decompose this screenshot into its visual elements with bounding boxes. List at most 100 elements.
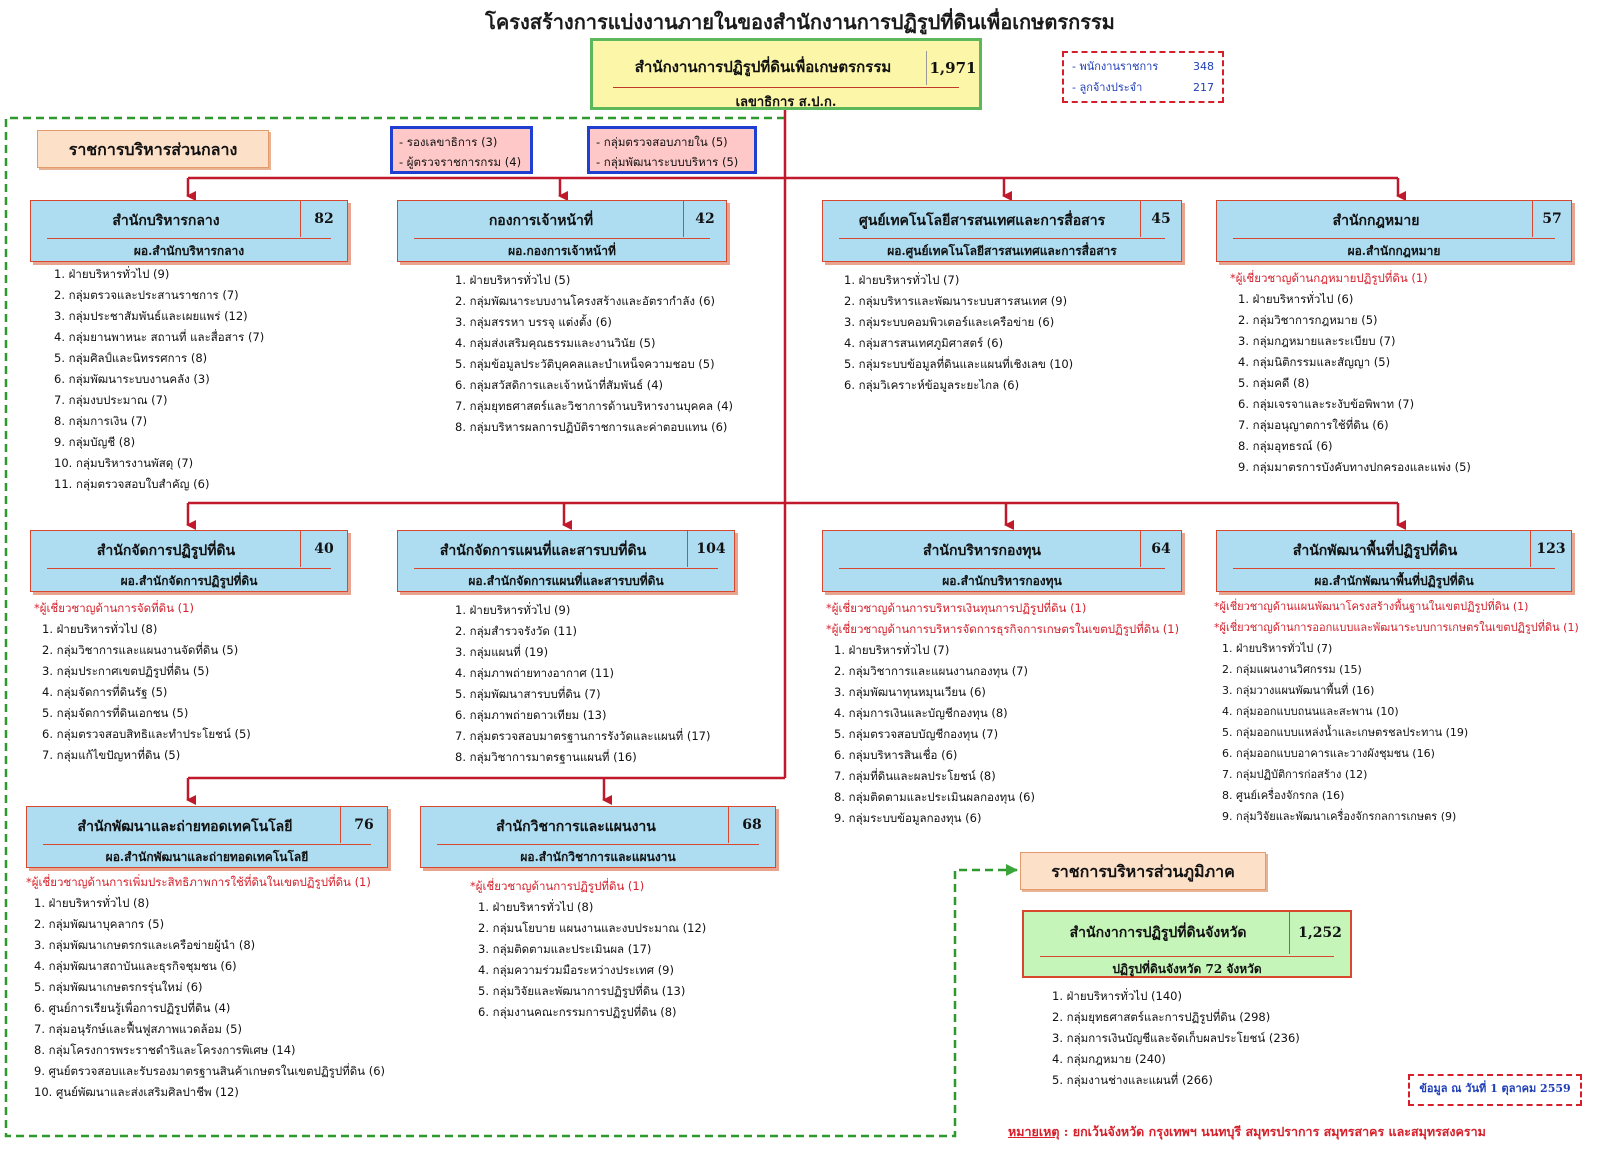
group-item: 5. กลุ่มออกแบบแหล่งน้ำและเกษตรชลประทาน (… (1222, 726, 1469, 739)
group-item: 3. กลุ่มพัฒนาเกษตรกรและเครือข่ายผู้นำ (8… (34, 938, 256, 952)
staff-value: 217 (1193, 81, 1214, 94)
unit-list: *ผู้เชี่ยวชาญด้านการจัดที่ดิน (1)1. ฝ่าย… (34, 598, 251, 766)
deputy-item: - ผู้ตรวจราชการกรม (4) (399, 155, 522, 169)
unit-count: 42 (683, 201, 726, 237)
group-item: 4. กลุ่มการเงินและบัญชีกองทุน (8) (834, 706, 1008, 720)
unit-head: ผอ.สำนักจัดการปฏิรูปที่ดิน (120, 574, 258, 588)
group-item: 4. กลุ่มพัฒนาสถาบันและธุรกิจชุมชน (6) (34, 959, 237, 973)
regional-admin-label: ราชการบริหารส่วนภูมิภาค (1020, 852, 1266, 890)
unit-list: *ผู้เชี่ยวชาญด้านการบริหารเงินทุนการปฏิร… (826, 598, 1179, 829)
group-item: 1. ฝ่ายบริหารทั่วไป (9) (455, 603, 571, 617)
unit-box: สำนักบริหารกองทุน 64 ผอ.สำนักบริหารกองทุ… (822, 530, 1182, 592)
provincial-list: 1. ฝ่ายบริหารทั่วไป (140) 2. กลุ่มยุทธศาส… (1044, 986, 1300, 1091)
expert-position: *ผู้เชี่ยวชาญด้านการจัดที่ดิน (1) (34, 601, 194, 615)
unit-box: กองการเจ้าหน้าที่ 42 ผอ.กองการเจ้าหน้าที… (397, 200, 727, 262)
group-item: 7. กลุ่มอนุญาตการใช้ที่ดิน (6) (1238, 418, 1389, 432)
divider (47, 568, 331, 569)
unit-head: ผอ.สำนักบริหารกลาง (133, 244, 245, 258)
group-item: 1. ฝ่ายบริหารทั่วไป (6) (1238, 292, 1354, 306)
unit-name: สำนักจัดการแผนที่และสารบบที่ดิน (439, 543, 647, 559)
group-item: 1. ฝ่ายบริหารทั่วไป (7) (834, 643, 950, 657)
group-item: 7. กลุ่มที่ดินและผลประโยชน์ (8) (834, 769, 996, 783)
top-office-name: สำนักงานการปฏิรูปที่ดินเพื่อเกษตรกรรม (634, 58, 892, 76)
divider (414, 568, 718, 569)
group-item: 2. กลุ่มนโยบาย แผนงานและงบประมาณ (12) (478, 921, 707, 935)
group-item: 5. กลุ่มงานช่างและแผนที่ (266) (1052, 1073, 1213, 1087)
group-item: 2. กลุ่มแผนงานวิศกรรม (15) (1222, 663, 1362, 676)
group-item: 8. กลุ่มการเงิน (7) (54, 414, 148, 428)
expert-position: *ผู้เชี่ยวชาญด้านการเพิ่มประสิทธิภาพการใ… (26, 875, 371, 889)
group-item: 2. กลุ่มยุทธศาสตร์และการปฏิรูปที่ดิน (29… (1052, 1010, 1271, 1024)
top-office-count: 1,971 (926, 51, 979, 85)
group-item: 1. ฝ่ายบริหารทั่วไป (7) (1222, 642, 1333, 655)
unit-name: สำนักกฎหมาย (1332, 213, 1420, 229)
group-item: 1. ฝ่ายบริหารทั่วไป (140) (1052, 989, 1182, 1003)
unit-box: สำนักบริหารกลาง 82 ผอ.สำนักบริหารกลาง (30, 200, 348, 262)
group-item: 9. ศูนย์ตรวจสอบและรับรองมาตรฐานสินค้าเกษ… (34, 1064, 385, 1078)
unit-name: สำนักบริหารกองทุน (923, 543, 1041, 559)
expert-position: *ผู้เชี่ยวชาญด้านการบริหารเงินทุนการปฏิร… (826, 601, 1087, 615)
group-item: 8. กลุ่มติดตามและประเมินผลกองทุน (6) (834, 790, 1035, 804)
deputies-box: - รองเลขาธิการ (3) - ผู้ตรวจราชการกรม (4… (390, 126, 533, 174)
staff-value: 348 (1193, 60, 1214, 73)
group-item: 5. กลุ่มคดี (8) (1238, 376, 1310, 390)
unit-head: ผอ.สำนักพัฒนาพื้นที่ปฏิรูปที่ดิน (1314, 574, 1474, 588)
group-item: 6. กลุ่มตรวจสอบสิทธิและทำประโยชน์ (5) (42, 727, 251, 741)
unit-name: สำนักวิชาการและแผนงาน (496, 819, 656, 835)
group-item: 6. กลุ่มภาพถ่ายดาวเทียม (13) (455, 708, 607, 722)
group-item: 3. กลุ่มระบบคอมพิวเตอร์และเครือข่าย (6) (844, 315, 1055, 329)
group-item: 4. กลุ่มนิติกรรมและสัญญา (5) (1238, 355, 1391, 369)
unit-head: ผอ.ศูนย์เทคโนโลยีสารสนเทศและการสื่อสาร (887, 244, 1117, 258)
group-item: 6. กลุ่มบริหารสินเชื่อ (6) (834, 748, 958, 762)
unit-name: สำนักพัฒนาพื้นที่ปฏิรูปที่ดิน (1292, 543, 1458, 559)
unit-box: สำนักจัดการแผนที่และสารบบที่ดิน 104 ผอ.ส… (397, 530, 735, 592)
group-item: 8. กลุ่มวิชาการมาตรฐานแผนที่ (16) (455, 750, 637, 764)
group-item: 5. กลุ่มวิจัยและพัฒนาการปฏิรูปที่ดิน (13… (478, 984, 686, 998)
unit-box: สำนักพัฒนาพื้นที่ปฏิรูปที่ดิน 123 ผอ.สำน… (1216, 530, 1572, 592)
unit-count: 68 (728, 807, 775, 843)
deputy-item: - รองเลขาธิการ (3) (399, 135, 498, 149)
group-item: 6. ศูนย์การเรียนรู้เพื่อการปฏิรูปที่ดิน … (34, 1001, 231, 1015)
group-item: 9. กลุ่มวิจัยและพัฒนาเครื่องจักรกลการเกษ… (1222, 810, 1457, 823)
remark-text: : ยกเว้นจังหวัด กรุงเทพฯ นนทบุรี สมุทรปร… (1059, 1124, 1486, 1139)
group-item: 9. กลุ่มบัญชี (8) (54, 435, 136, 449)
group-item: 2. กลุ่มวิชาการกฎหมาย (5) (1238, 313, 1378, 327)
central-admin-label: ราชการบริหารส่วนกลาง (37, 130, 269, 168)
group-item: 5. กลุ่มพัฒนาสารบบที่ดิน (7) (455, 687, 601, 701)
group-item: 7. กลุ่มปฏิบัติการก่อสร้าง (12) (1222, 768, 1368, 781)
divider (437, 844, 759, 845)
group-item: 5. กลุ่มระบบข้อมูลที่ดินและแผนที่เชิงเลข… (844, 357, 1074, 371)
group-item: 1. ฝ่ายบริหารทั่วไป (5) (455, 273, 571, 287)
unit-head: ผอ.สำนักบริหารกองทุน (942, 574, 1062, 588)
date-note: ข้อมูล ณ วันที่ 1 ตุลาคม 2559 (1408, 1074, 1582, 1106)
unit-count: 57 (1532, 201, 1571, 237)
group-item: 7. กลุ่มตรวจสอบมาตรฐานการรังวัดและแผนที่… (455, 729, 711, 743)
unit-box: ศูนย์เทคโนโลยีสารสนเทศและการสื่อสาร 45 ผ… (822, 200, 1182, 262)
divider (839, 568, 1165, 569)
divider (43, 844, 371, 845)
unit-list: 1. ฝ่ายบริหารทั่วไป (5) 2. กลุ่มพัฒนาระบบ… (447, 270, 733, 438)
group-item: 4. กลุ่มส่งเสริมคุณธรรมและงานวินัย (5) (455, 336, 656, 350)
group-item: 4. กลุ่มออกแบบถนนและสะพาน (10) (1222, 705, 1399, 718)
group-item: 7. กลุ่มงบประมาณ (7) (54, 393, 168, 407)
unit-head: ผอ.กองการเจ้าหน้าที่ (508, 244, 616, 258)
group-item: 2. กลุ่มวิชาการและแผนงานจัดที่ดิน (5) (42, 643, 239, 657)
divider (1040, 956, 1334, 957)
group-item: 8. ศูนย์เครื่องจักรกล (16) (1222, 789, 1345, 802)
group-item: 2. กลุ่มวิชาการและแผนงานกองทุน (7) (834, 664, 1028, 678)
unit-list: 1. ฝ่ายบริหารทั่วไป (9)2. กลุ่มตรวจและปร… (46, 264, 264, 495)
group-item: 6. กลุ่มวิเคราะห์ข้อมูลระยะไกล (6) (844, 378, 1020, 392)
unit-name: กองการเจ้าหน้าที่ (488, 213, 594, 229)
provincial-office-count: 1,252 (1289, 912, 1350, 954)
unit-box: สำนักจัดการปฏิรูปที่ดิน 40 ผอ.สำนักจัดกา… (30, 530, 348, 592)
group-item: 10. ศูนย์พัฒนาและส่งเสริมศิลปาชีพ (12) (34, 1085, 239, 1099)
unit-head: ผอ.สำนักกฎหมาย (1347, 244, 1441, 258)
unit-count: 64 (1140, 531, 1181, 567)
group-item: 8. กลุ่มโครงการพระราชดำริและโครงการพิเศษ… (34, 1043, 296, 1057)
provincial-office-name: สำนักงาการปฏิรูปที่ดินจังหวัด (1069, 925, 1247, 941)
group-item: 2. กลุ่มพัฒนาระบบงานโครงสร้างและอัตรากำล… (455, 294, 715, 308)
group-item: 5. กลุ่มข้อมูลประวัติบุคคลและบำเหน็จความ… (455, 357, 715, 371)
group-item: 3. กลุ่มประกาศเขตปฏิรูปที่ดิน (5) (42, 664, 210, 678)
